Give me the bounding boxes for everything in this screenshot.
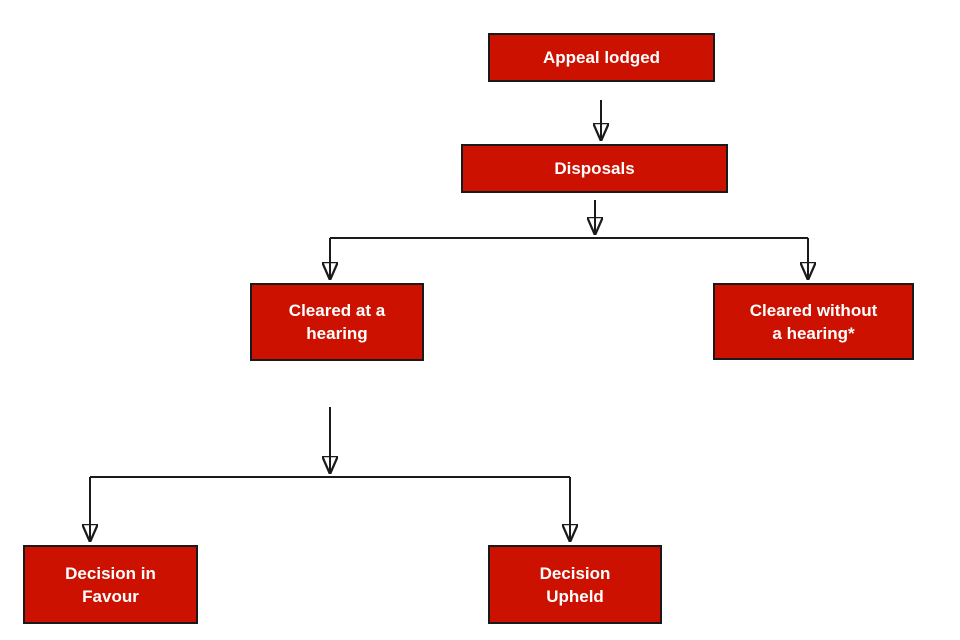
node-appeal-lodged: Appeal lodged: [488, 33, 715, 82]
node-cleared-at-hearing: Cleared at a hearing: [250, 283, 424, 361]
node-cleared-without-hearing: Cleared without a hearing*: [713, 283, 914, 360]
node-decision-in-favour: Decision in Favour: [23, 545, 198, 624]
node-disposals: Disposals: [461, 144, 728, 193]
node-decision-upheld: Decision Upheld: [488, 545, 662, 624]
